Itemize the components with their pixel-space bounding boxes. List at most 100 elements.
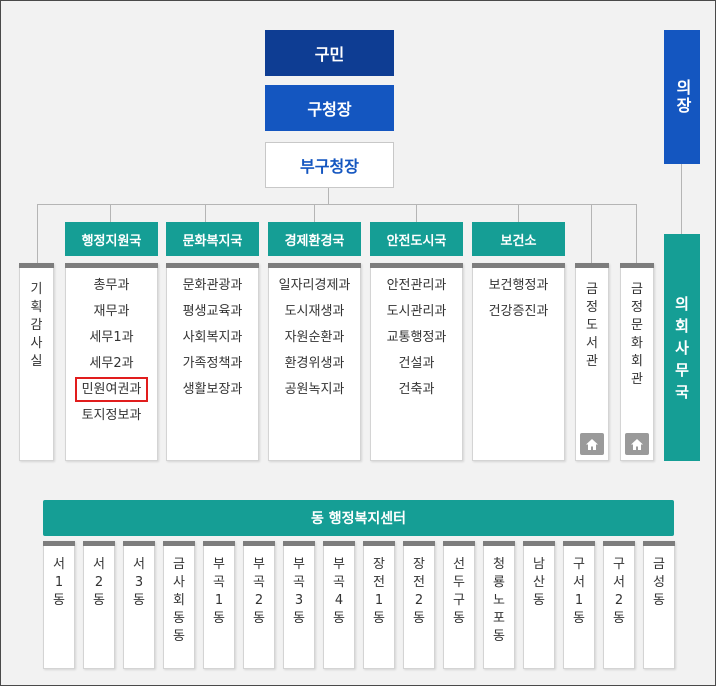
team-item[interactable]: 보건행정과 (473, 276, 564, 302)
mayor-label: 구청장 (307, 100, 352, 119)
community-center-bar[interactable]: 동 행정복지센터 (43, 500, 674, 536)
dept-header-culture-welfare[interactable]: 문화복지국 (166, 222, 259, 256)
team-item[interactable]: 안전관리과 (371, 276, 462, 302)
team-item[interactable]: 재무과 (66, 302, 157, 328)
connector-drop-dept-4 (416, 204, 417, 222)
dept-header-label: 안전도시국 (386, 233, 447, 249)
team-label: 평생교육과 (182, 304, 243, 319)
team-label: 가족정책과 (182, 356, 243, 371)
team-label: 세무2과 (89, 356, 134, 371)
mayor-box[interactable]: 구청장 (265, 85, 394, 131)
team-item[interactable]: 환경위생과 (269, 354, 360, 380)
team-item[interactable]: 세무1과 (66, 328, 157, 354)
team-item-highlighted[interactable]: 민원여권과 (66, 377, 157, 406)
team-label: 건축과 (398, 382, 435, 397)
deputy-mayor-box[interactable]: 부구청장 (265, 142, 394, 188)
dept-header-label: 문화복지국 (182, 233, 243, 249)
team-label: 자원순환과 (284, 330, 345, 345)
team-label: 교통행정과 (386, 330, 447, 345)
residents-label: 구민 (314, 45, 345, 64)
residents-box[interactable]: 구민 (265, 30, 394, 76)
team-item[interactable]: 세무2과 (66, 354, 157, 380)
team-label: 도시재생과 (284, 304, 345, 319)
dept-header-safety-urban[interactable]: 안전도시국 (370, 222, 463, 256)
dept-card-safety-urban: 안전관리과 도시관리과 교통행정과 건설과 건축과 (370, 263, 463, 461)
team-label: 총무과 (93, 278, 130, 293)
team-item[interactable]: 자원순환과 (269, 328, 360, 354)
dept-header-label: 보건소 (500, 233, 537, 249)
team-label: 토지정보과 (81, 408, 142, 423)
team-list: 보건행정과 건강증진과 (473, 263, 564, 328)
dept-header-economy-environment[interactable]: 경제환경국 (268, 222, 361, 256)
team-item[interactable]: 사회복지과 (167, 328, 258, 354)
connector-drop-dept-3 (314, 204, 315, 222)
team-item[interactable]: 도시관리과 (371, 302, 462, 328)
team-item[interactable]: 공원녹지과 (269, 380, 360, 406)
team-item[interactable]: 생활보장과 (167, 380, 258, 406)
team-item[interactable]: 가족정책과 (167, 354, 258, 380)
team-item[interactable]: 문화관광과 (167, 276, 258, 302)
dept-header-label: 행정지원국 (81, 233, 142, 249)
team-list: 안전관리과 도시관리과 교통행정과 건설과 건축과 (371, 263, 462, 406)
connector-drop-culture (636, 204, 637, 264)
team-item[interactable]: 토지정보과 (66, 406, 157, 432)
team-item[interactable]: 총무과 (66, 276, 157, 302)
home-icon[interactable] (580, 433, 604, 455)
dept-header-health-center[interactable]: 보건소 (472, 222, 565, 256)
team-label: 문화관광과 (182, 278, 243, 293)
council-chair-box[interactable]: 의장 (664, 30, 700, 164)
team-label: 세무1과 (89, 330, 134, 345)
deputy-mayor-label: 부구청장 (300, 157, 359, 176)
connector-drop-dept-1 (110, 204, 111, 222)
connector-horizontal (37, 204, 636, 205)
team-item[interactable]: 교통행정과 (371, 328, 462, 354)
dept-header-admin[interactable]: 행정지원국 (65, 222, 158, 256)
dept-card-economy-environment: 일자리경제과 도시재생과 자원순환과 환경위생과 공원녹지과 (268, 263, 361, 461)
home-icon[interactable] (625, 433, 649, 455)
team-label: 안전관리과 (386, 278, 447, 293)
connector-drop-library (591, 204, 592, 264)
team-item[interactable]: 일자리경제과 (269, 276, 360, 302)
team-item[interactable]: 도시재생과 (269, 302, 360, 328)
team-item[interactable]: 건강증진과 (473, 302, 564, 328)
team-item[interactable]: 평생교육과 (167, 302, 258, 328)
team-label: 사회복지과 (182, 330, 243, 345)
team-item[interactable]: 건축과 (371, 380, 462, 406)
team-item[interactable]: 건설과 (371, 354, 462, 380)
connector-council (681, 164, 682, 234)
